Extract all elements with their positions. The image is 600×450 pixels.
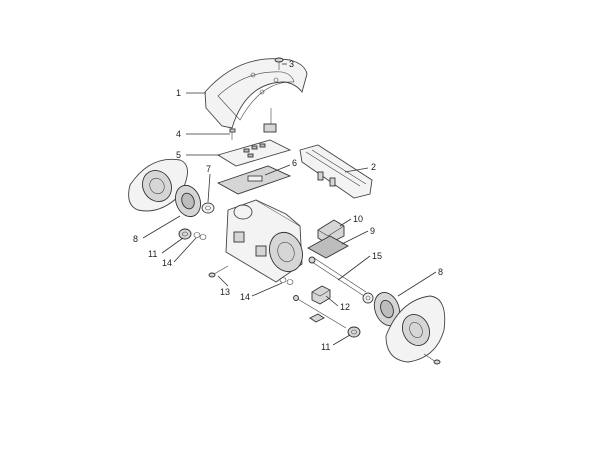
- valve-stem: [263, 108, 277, 133]
- callout-4: 4: [176, 129, 181, 139]
- callout-6: 6: [292, 158, 297, 168]
- part-11-washer-right: [347, 326, 361, 338]
- callout-labels: 1 3 4 5 6 2 7 8 11 14 10 9 15 8 13 14 12…: [133, 59, 443, 352]
- part-2-manifold: [299, 144, 373, 199]
- part-11-washer-left: [178, 228, 192, 240]
- callout-7: 7: [206, 164, 211, 174]
- part-5-plate: [216, 139, 292, 167]
- part-15-shaft: [308, 256, 367, 297]
- callout-1: 1: [176, 88, 181, 98]
- part-14-orings-left: [193, 232, 207, 240]
- part-3-screw: [274, 57, 284, 70]
- part-6-gasket: [216, 165, 292, 195]
- callout-11-right: 11: [321, 342, 330, 352]
- callout-14-center: 14: [240, 292, 250, 302]
- part-9-plate: [307, 235, 349, 259]
- callout-8-right: 8: [438, 267, 443, 277]
- callout-9: 9: [370, 226, 375, 236]
- callout-8-left: 8: [133, 234, 138, 244]
- callout-15: 15: [372, 251, 382, 261]
- part-14-orings-center: [279, 277, 294, 285]
- main-housing: [225, 199, 303, 283]
- leader-lines: [142, 63, 437, 346]
- part-10-block: [317, 219, 345, 245]
- bottom-screw: [423, 353, 441, 365]
- part-7-washer: [201, 202, 215, 214]
- callout-5: 5: [176, 150, 181, 160]
- part-8-diaphragm-left: [175, 184, 201, 218]
- callout-2: 2: [371, 162, 376, 172]
- right-small-washer: [362, 292, 374, 304]
- part-4-screw: [229, 128, 236, 140]
- part-1-top-cover: [204, 58, 308, 129]
- callout-14-left: 14: [162, 258, 172, 268]
- part-12-block: [311, 285, 331, 305]
- lower-small-block: [309, 313, 325, 323]
- callout-10: 10: [353, 214, 363, 224]
- callout-13: 13: [220, 287, 230, 297]
- callout-11-left: 11: [148, 249, 157, 259]
- callout-12: 12: [340, 302, 350, 312]
- part-13-bolt: [208, 265, 229, 278]
- right-outer-cover: [385, 295, 446, 363]
- lower-rod: [293, 295, 347, 329]
- callout-3: 3: [289, 59, 294, 69]
